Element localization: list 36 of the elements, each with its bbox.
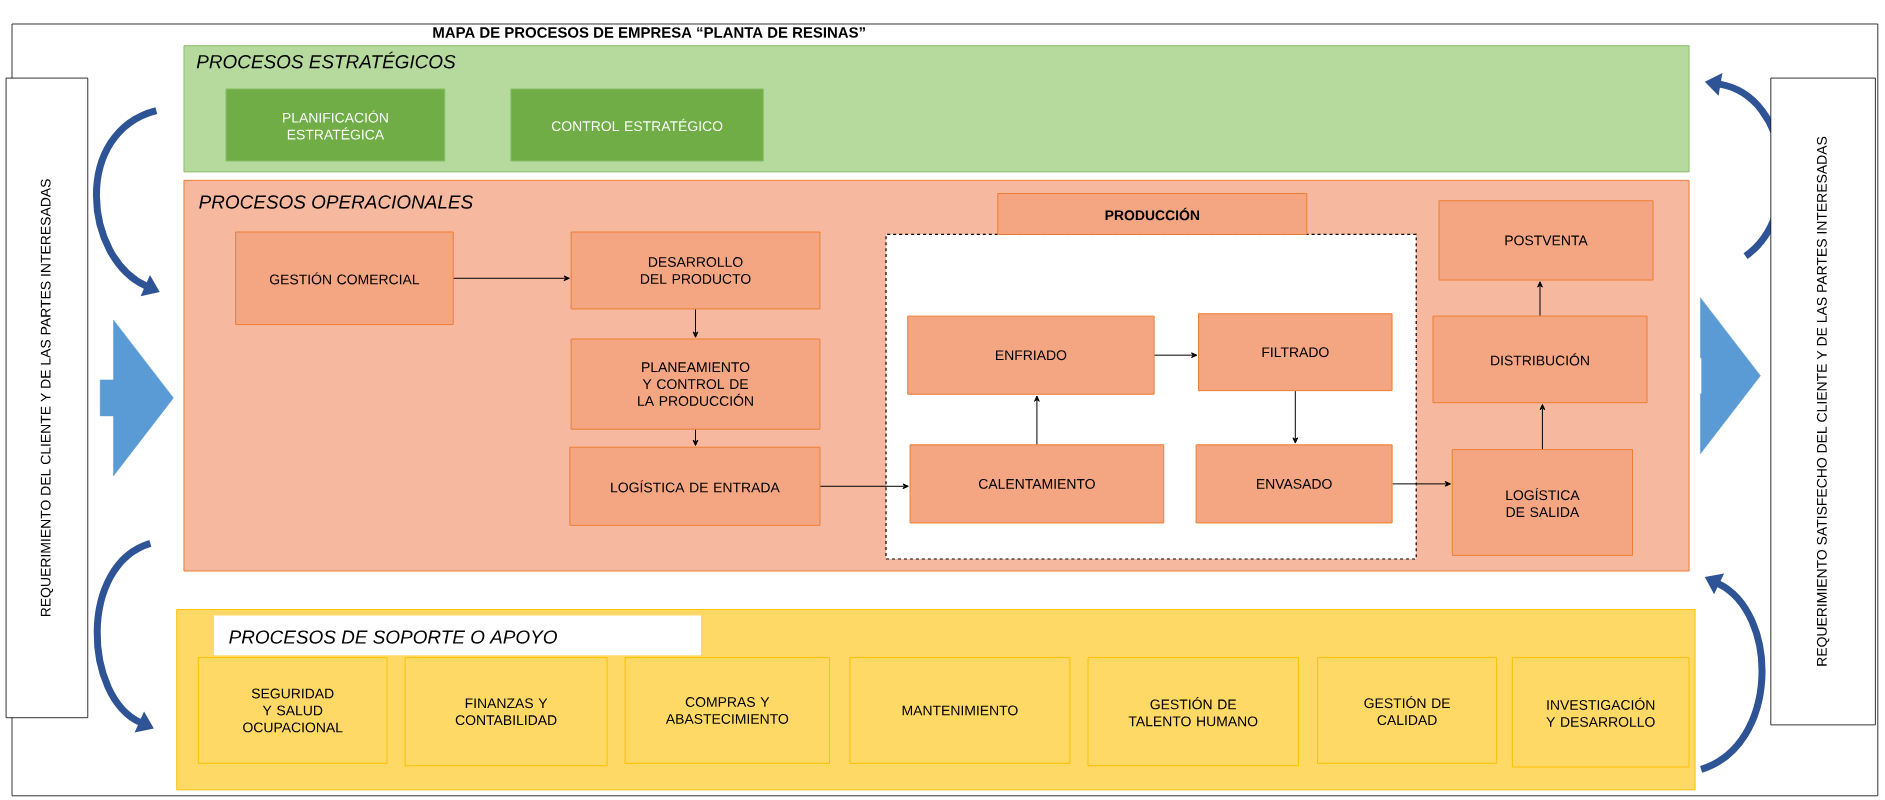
- process-box: LOGÍSTICA DE SALIDA: [1451, 449, 1634, 556]
- arrow: [1154, 352, 1198, 358]
- process-box: CALENTAMIENTO: [909, 444, 1165, 524]
- arrow: [1034, 395, 1040, 445]
- process-box: PLANEAMIENTO Y CONTROL DE LA PRODUCCIÓN: [570, 338, 821, 430]
- process-box: CONTROL ESTRATÉGICO: [510, 88, 764, 162]
- process-box: ENVASADO: [1195, 444, 1393, 524]
- node-label: PRODUCCIÓN: [1105, 207, 1200, 221]
- process-box: FINANZAS Y CONTABILIDAD: [404, 657, 608, 767]
- arrow: [692, 429, 699, 446]
- arrow: [1539, 403, 1546, 450]
- arrow: [1292, 390, 1299, 444]
- title: MAPA DE PROCESOS DE EMPRESA “PLANTA DE RESINAS”: [433, 27, 865, 38]
- arrow: [1392, 481, 1451, 487]
- arrow: [819, 483, 909, 490]
- process-box: GESTIÓN COMERCIAL: [235, 231, 454, 326]
- process-box: MANTENIMIENTO: [849, 657, 1071, 764]
- arrow: [1537, 281, 1543, 317]
- process-box: DISTRIBUCIÓN: [1432, 315, 1648, 404]
- process-box: PLANIFICACIÓN ESTRATÉGICA: [225, 88, 446, 162]
- arrow: [692, 308, 699, 338]
- process-box: GESTIÓN DE CALIDAD: [1317, 657, 1498, 764]
- block-arrow: [1700, 297, 1761, 454]
- process-box: INVESTIGACIÓN Y DESARROLLO: [1511, 657, 1690, 768]
- process-box: DESARROLLO DEL PRODUCTO: [570, 231, 821, 310]
- process-input-box: REQUERIMIENTO DEL CLIENTE Y DE LAS PARTES INTERESADAS: [5, 77, 89, 719]
- process-box: GESTIÓN DE TALENTO HUMANO: [1087, 657, 1299, 767]
- process-box: POSTVENTA: [1438, 200, 1654, 281]
- process-input-box: REQUERIMIENTO SATISFECHO DEL CLIENTE Y DE LAS PARTES INTERESADAS: [1770, 77, 1876, 726]
- process-box: LOGÍSTICA DE ENTRADA: [569, 446, 821, 526]
- process-box: COMPRAS Y ABASTECIMIENTO: [624, 657, 830, 764]
- process-box: FILTRADO: [1198, 313, 1393, 392]
- arrow: [453, 275, 570, 282]
- process-box: ENFRIADO: [907, 315, 1155, 395]
- process-box: SEGURIDAD Y SALUD OCUPACIONAL: [197, 657, 388, 764]
- block-arrow: [99, 319, 174, 477]
